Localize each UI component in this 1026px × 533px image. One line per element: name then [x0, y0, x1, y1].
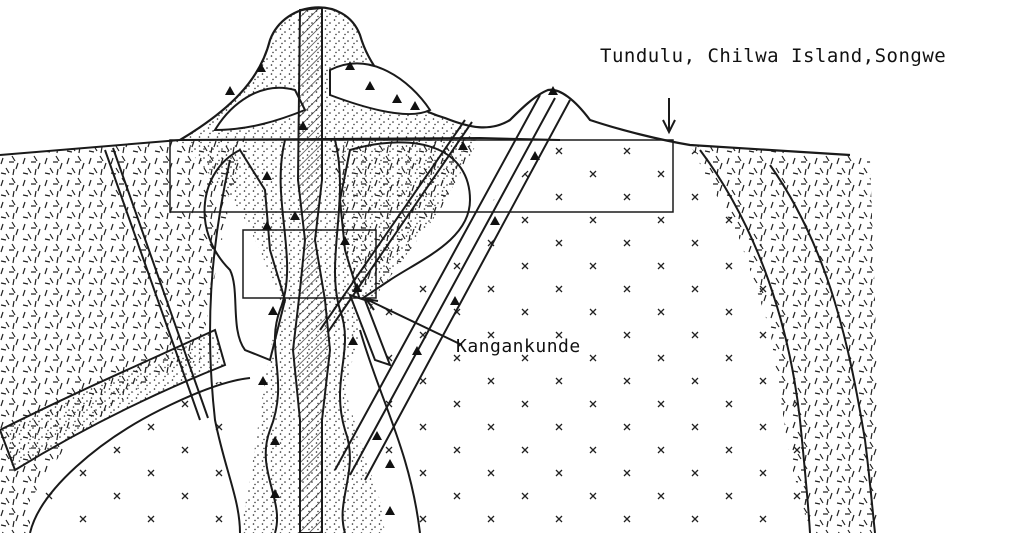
- label-kangankunde: Kangankunde: [456, 336, 581, 357]
- label-tundulu-chilwa-songwe: Tundulu, Chilwa Island,Songwe: [600, 45, 946, 67]
- tundulu-arrow: [663, 98, 675, 132]
